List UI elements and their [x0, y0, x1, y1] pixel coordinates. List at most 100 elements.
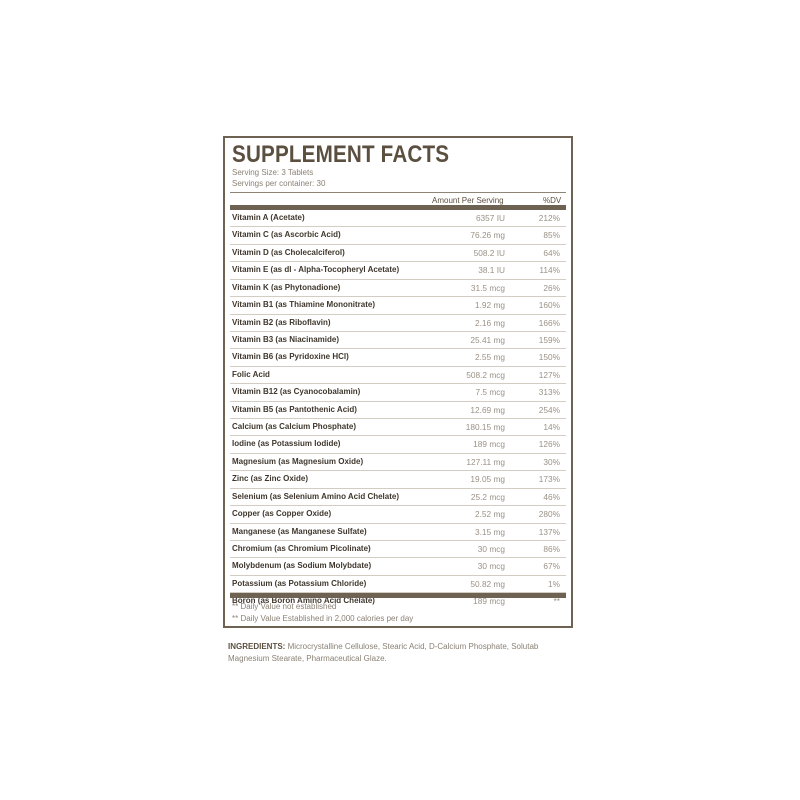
nutrient-amount: 12.69 mg	[470, 404, 505, 415]
nutrient-amount: 38.1 IU	[478, 265, 505, 276]
nutrient-amount: 7.5 mcg	[475, 387, 505, 398]
nutrient-amount: 180.15 mg	[465, 422, 505, 433]
nutrient-row: Vitamin B12 (as Cyanocobalamin) 7.5 mcg 31…	[230, 384, 566, 402]
serving-size: Serving Size: 3 Tablets	[232, 168, 314, 177]
nutrient-amount: 31.5 mcg	[470, 282, 505, 293]
nutrient-amount: 127.11 mg	[466, 456, 505, 467]
nutrient-row: Magnesium (as Magnesium Oxide) 127.11 mg 3…	[230, 454, 566, 472]
nutrient-name: Chromium (as Chromium Picolinate)	[232, 544, 371, 554]
ingredients-block: INGREDIENTS: Microcrystalline Cellulose,…	[228, 641, 578, 665]
nutrient-dv: 280%	[538, 509, 560, 520]
nutrient-name: Molybdenum (as Sodium Molybdate)	[232, 561, 372, 571]
nutrient-dv: **	[553, 596, 560, 607]
nutrient-row: Vitamin A (Acetate) 6357 IU 212%	[230, 210, 566, 228]
nutrient-name: Manganese (as Manganese Sulfate)	[232, 526, 367, 536]
nutrient-amount: 50.82 mg	[470, 578, 505, 589]
nutrient-amount: 6357 IU	[475, 213, 505, 223]
nutrient-row: Vitamin B5 (as Pantothenic Acid) 12.69 mg…	[230, 402, 566, 420]
nutrient-name: Folic Acid	[232, 369, 270, 379]
nutrient-dv: 64%	[543, 247, 560, 258]
nutrient-row: Vitamin C (as Ascorbic Acid) 76.26 mg 85%	[230, 227, 566, 245]
nutrient-row: Vitamin B2 (as Riboflavin) 2.16 mg 166%	[230, 315, 566, 332]
nutrient-amount: 2.16 mg	[475, 317, 505, 328]
header-bar	[230, 205, 566, 210]
nutrient-dv: 14%	[543, 422, 560, 433]
nutrient-name: Iodine (as Potassium Iodide)	[232, 439, 341, 449]
nutrient-row: Vitamin K (as Phytonadione) 31.5 mcg 26%	[230, 280, 566, 298]
footnote-not-established: ** Daily Value not established	[232, 602, 337, 611]
nutrient-row: Potassium (as Potassium Chloride) 50.82 m…	[230, 576, 566, 594]
ingredients-text: Microcrystalline Cellulose, Stearic Acid…	[228, 642, 539, 663]
nutrient-name: Vitamin B6 (as Pyridoxine HCl)	[232, 352, 349, 362]
nutrient-dv: 137%	[538, 526, 560, 537]
nutrient-row: Boron (as Boron Amino Acid Chelate) 189 m…	[230, 593, 566, 609]
nutrient-name: Zinc (as Zinc Oxide)	[232, 474, 309, 484]
nutrient-dv: 46%	[543, 491, 560, 502]
nutrient-amount: 19.05 mg	[470, 474, 505, 485]
nutrient-name: Selenium (as Selenium Amino Acid Chelate…	[232, 491, 399, 501]
nutrient-amount: 508.2 IU	[473, 247, 505, 258]
nutrient-name: Vitamin K (as Phytonadione)	[232, 282, 341, 292]
nutrient-row: Selenium (as Selenium Amino Acid Chelate…	[230, 489, 566, 507]
nutrient-row: Vitamin E (as dl - Alpha-Tocopheryl Acet…	[230, 262, 566, 280]
nutrient-name: Vitamin B12 (as Cyanocobalamin)	[232, 387, 361, 397]
nutrient-amount: 2.55 mg	[475, 352, 505, 363]
nutrient-amount: 1.92 mg	[475, 300, 505, 311]
nutrient-row: Copper (as Copper Oxide) 2.52 mg 280%	[230, 506, 566, 524]
nutrient-dv: 1%	[548, 578, 560, 589]
nutrient-row: Manganese (as Manganese Sulfate) 3.15 mg 1…	[230, 524, 566, 542]
nutrient-row: Folic Acid 508.2 mcg 127%	[230, 367, 566, 385]
nutrient-name: Vitamin C (as Ascorbic Acid)	[232, 230, 341, 240]
nutrient-row: Vitamin B3 (as Niacinamide) 25.41 mg 159%	[230, 332, 566, 350]
nutrient-name: Boron (as Boron Amino Acid Chelate)	[232, 596, 375, 606]
nutrient-name: Vitamin B1 (as Thiamine Mononitrate)	[232, 300, 375, 310]
nutrient-name: Vitamin B2 (as Riboflavin)	[232, 317, 331, 327]
nutrient-name: Potassium (as Potassium Chloride)	[232, 578, 367, 588]
nutrient-name: Magnesium (as Magnesium Oxide)	[232, 456, 364, 466]
nutrient-amount: 189 mcg	[473, 596, 505, 607]
nutrient-name: Calcium (as Calcium Phosphate)	[232, 422, 357, 432]
nutrient-amount: 76.26 mg	[470, 230, 505, 241]
nutrient-row: Molybdenum (as Sodium Molybdate) 30 mcg 67…	[230, 558, 566, 576]
nutrient-dv: 212%	[538, 213, 560, 223]
nutrient-dv: 85%	[543, 230, 560, 241]
nutrient-amount: 2.52 mg	[475, 509, 505, 520]
nutrient-amount: 30 mcg	[477, 561, 505, 572]
nutrient-name: Vitamin E (as dl - Alpha-Tocopheryl Acet…	[232, 265, 400, 275]
nutrient-amount: 25.2 mcg	[470, 491, 505, 502]
nutrient-name: Vitamin B3 (as Niacinamide)	[232, 334, 339, 344]
nutrient-amount: 25.41 mg	[470, 334, 505, 345]
nutrient-amount: 30 mcg	[477, 544, 505, 555]
dv-column-header: %DV	[543, 196, 562, 205]
footnote-calories: ** Daily Value Established in 2,000 calo…	[232, 614, 414, 623]
nutrient-dv: 160%	[538, 300, 560, 311]
nutrient-amount: 508.2 mcg	[466, 369, 505, 380]
nutrient-dv: 127%	[538, 369, 560, 380]
nutrient-dv: 67%	[543, 561, 560, 572]
nutrient-name: Vitamin A (Acetate)	[232, 213, 305, 222]
servings-per-container: Servings per container: 30	[232, 179, 326, 188]
nutrient-name: Vitamin B5 (as Pantothenic Acid)	[232, 404, 357, 414]
nutrient-dv: 166%	[538, 317, 560, 328]
nutrient-row: Vitamin B6 (as Pyridoxine HCl) 2.55 mg 150…	[230, 349, 566, 367]
nutrient-dv: 26%	[543, 282, 560, 293]
nutrient-table: Vitamin A (Acetate) 6357 IU 212% Vitamin C …	[230, 210, 566, 610]
nutrient-dv: 173%	[538, 474, 560, 485]
nutrient-name: Vitamin D (as Cholecalciferol)	[232, 247, 345, 257]
nutrient-dv: 86%	[543, 544, 560, 555]
nutrient-dv: 254%	[538, 404, 560, 415]
nutrient-row: Vitamin D (as Cholecalciferol) 508.2 IU 64…	[230, 245, 566, 263]
nutrient-dv: 159%	[538, 334, 560, 345]
nutrient-dv: 126%	[538, 439, 560, 450]
nutrient-name: Copper (as Copper Oxide)	[232, 509, 332, 519]
nutrient-row: Chromium (as Chromium Picolinate) 30 mcg 8…	[230, 541, 566, 559]
nutrient-row: Vitamin B1 (as Thiamine Mononitrate) 1.92…	[230, 297, 566, 315]
nutrient-amount: 3.15 mg	[475, 526, 505, 537]
nutrient-dv: 150%	[538, 352, 560, 363]
nutrient-dv: 313%	[538, 387, 560, 398]
nutrient-dv: 114%	[539, 265, 560, 276]
nutrient-dv: 30%	[543, 456, 560, 467]
nutrient-row: Zinc (as Zinc Oxide) 19.05 mg 173%	[230, 471, 566, 489]
header-divider	[230, 192, 566, 193]
